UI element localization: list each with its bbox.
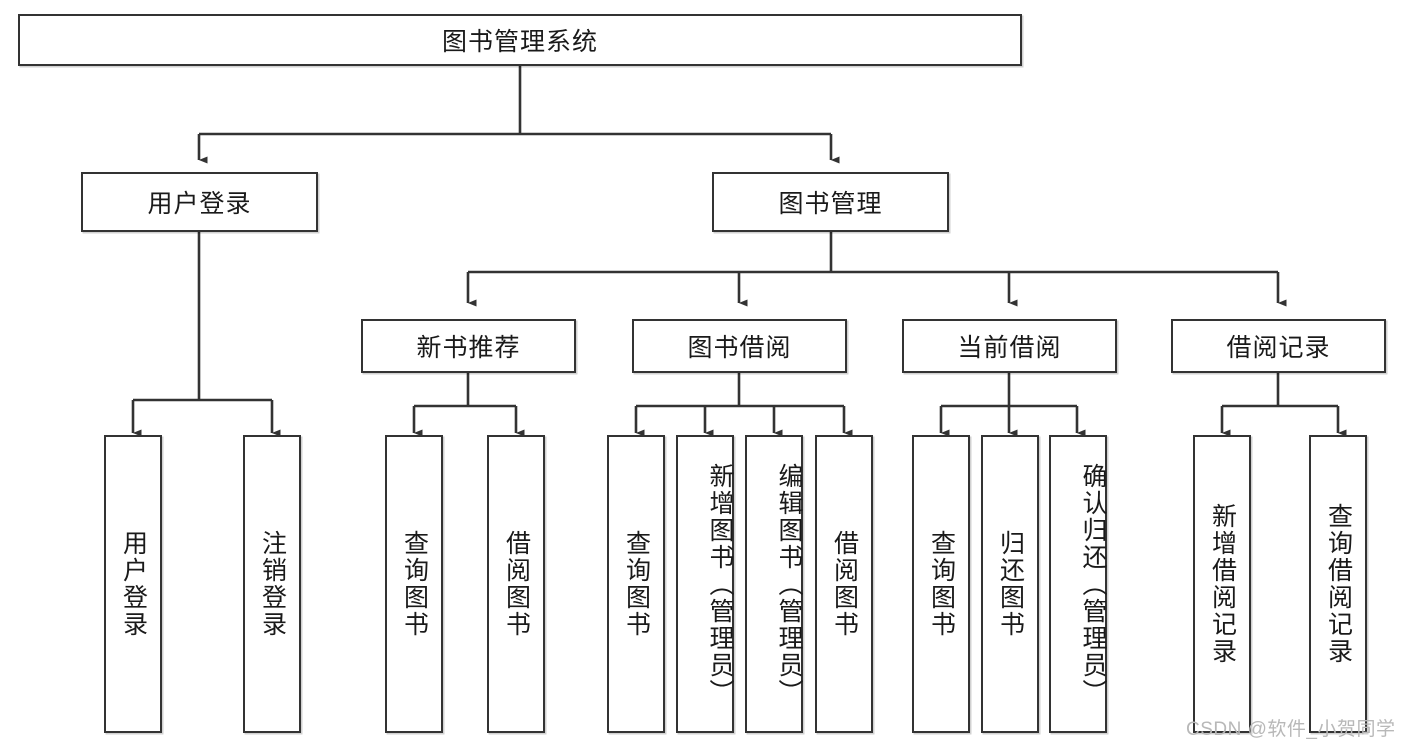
node-book-management[interactable]: 图书管理 [712,172,949,232]
node-leaf-borrow-book-2-label: 借阅图书 [830,530,859,638]
node-leaf-query-record-label: 查询借阅记录 [1324,503,1353,665]
node-leaf-confirm-return-label: 确认归还（管理员） [1079,462,1107,706]
node-leaf-query-book-1-label: 查询图书 [400,530,429,638]
node-leaf-user-login-label: 用户登录 [119,530,148,638]
node-leaf-query-record[interactable]: 查询借阅记录 [1309,435,1367,733]
node-leaf-edit-book[interactable]: 编辑图书（管理员） [745,435,803,733]
node-book-borrow-label: 图书借阅 [687,334,792,362]
node-user-login-label: 用户登录 [147,190,252,218]
node-leaf-return-book-label: 归还图书 [996,530,1025,638]
node-root-label: 图书管理系统 [441,28,598,56]
node-root[interactable]: 图书管理系统 [18,14,1022,66]
node-leaf-logout[interactable]: 注销登录 [243,435,301,733]
node-leaf-add-record-label: 新增借阅记录 [1208,503,1237,665]
node-book-borrow[interactable]: 图书借阅 [632,319,847,373]
node-leaf-return-book[interactable]: 归还图书 [981,435,1039,733]
node-leaf-add-record[interactable]: 新增借阅记录 [1193,435,1251,733]
node-leaf-logout-label: 注销登录 [258,530,287,638]
node-current-borrow-label: 当前借阅 [957,334,1062,362]
node-leaf-query-book-1[interactable]: 查询图书 [385,435,443,733]
node-user-login[interactable]: 用户登录 [81,172,318,232]
node-leaf-query-book-2[interactable]: 查询图书 [607,435,665,733]
node-book-management-label: 图书管理 [778,190,883,218]
node-leaf-borrow-book-1-label: 借阅图书 [502,530,531,638]
node-leaf-query-book-2-label: 查询图书 [622,530,651,638]
node-borrow-record-label: 借阅记录 [1226,334,1331,362]
node-borrow-record[interactable]: 借阅记录 [1171,319,1386,373]
node-leaf-query-book-3-label: 查询图书 [927,530,956,638]
csdn-watermark: CSDN @软件_小贺同学 [1186,719,1396,740]
node-leaf-borrow-book-1[interactable]: 借阅图书 [487,435,545,733]
node-leaf-add-book-label: 新增图书（管理员） [706,462,734,706]
node-leaf-confirm-return[interactable]: 确认归还（管理员） [1049,435,1107,733]
node-current-borrow[interactable]: 当前借阅 [902,319,1117,373]
node-new-book-recommend[interactable]: 新书推荐 [361,319,576,373]
node-leaf-query-book-3[interactable]: 查询图书 [912,435,970,733]
node-leaf-user-login[interactable]: 用户登录 [104,435,162,733]
node-leaf-edit-book-label: 编辑图书（管理员） [775,462,803,706]
node-new-book-recommend-label: 新书推荐 [416,334,521,362]
node-leaf-borrow-book-2[interactable]: 借阅图书 [815,435,873,733]
node-leaf-add-book[interactable]: 新增图书（管理员） [676,435,734,733]
